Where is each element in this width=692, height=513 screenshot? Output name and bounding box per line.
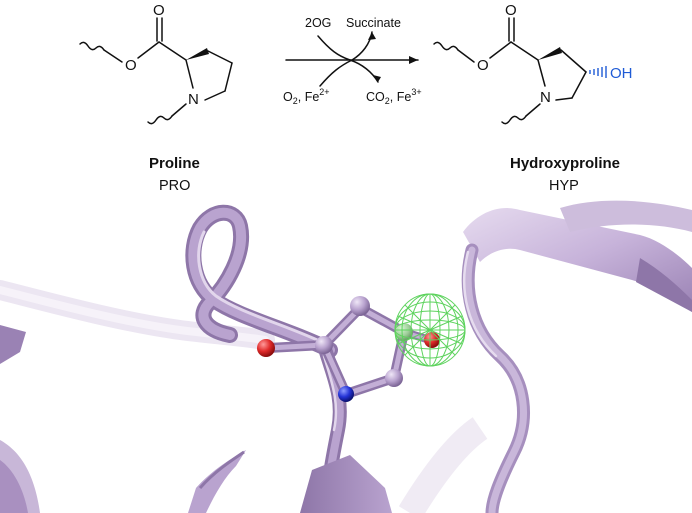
stick-bonds [263, 303, 434, 399]
condition-co2-fe3: CO2, Fe3+ [366, 87, 422, 106]
condition-2og: 2OG [305, 16, 331, 30]
product-hydroxyproline: O O OH N [433, 2, 633, 125]
product-name: Hydroxyproline [510, 155, 620, 172]
product-carbonyl-o: O [505, 2, 517, 19]
carbon-atom-delta [385, 369, 403, 387]
nitrogen-atom [338, 386, 354, 402]
oxygen-atom-carbonyl [257, 339, 275, 357]
bottom-left-ribbon [188, 450, 246, 513]
right-helix [461, 200, 692, 513]
reactant-abbr: PRO [159, 178, 190, 194]
product-ring-n: N [540, 89, 551, 106]
product-label: Hydroxyproline HYP [510, 155, 620, 194]
reaction-conditions: 2OG Succinate O2, Fe2+ CO2, Fe3+ [283, 16, 422, 106]
reactant-label: Proline PRO [149, 155, 200, 194]
condition-succinate: Succinate [346, 16, 401, 30]
reactant-name: Proline [149, 155, 200, 172]
reactant-proline: O O N [79, 2, 233, 125]
carbon-atom-gamma [395, 323, 413, 341]
product-abbr: HYP [549, 178, 579, 194]
electron-density-mesh [394, 293, 466, 367]
product-wedge-bond [538, 47, 562, 60]
reactant-wedge-bond [186, 48, 209, 60]
product-hydroxyl: OH [610, 65, 633, 82]
left-sheet-fragment [0, 325, 26, 364]
reaction-arrow [285, 31, 419, 87]
condition-o2-fe2: O2, Fe2+ [283, 87, 330, 106]
protein-structure-render [0, 200, 692, 513]
reactant-ring-n: N [188, 91, 199, 108]
product-ester-o: O [477, 57, 489, 74]
reactant-ester-o: O [125, 57, 137, 74]
background-strand [398, 417, 488, 513]
carbon-atom-alpha [315, 336, 333, 354]
product-hashed-bond [589, 66, 607, 78]
bottom-sheet [300, 455, 392, 513]
reactant-carbonyl-o: O [153, 2, 165, 19]
carbon-atom-beta [350, 296, 370, 316]
